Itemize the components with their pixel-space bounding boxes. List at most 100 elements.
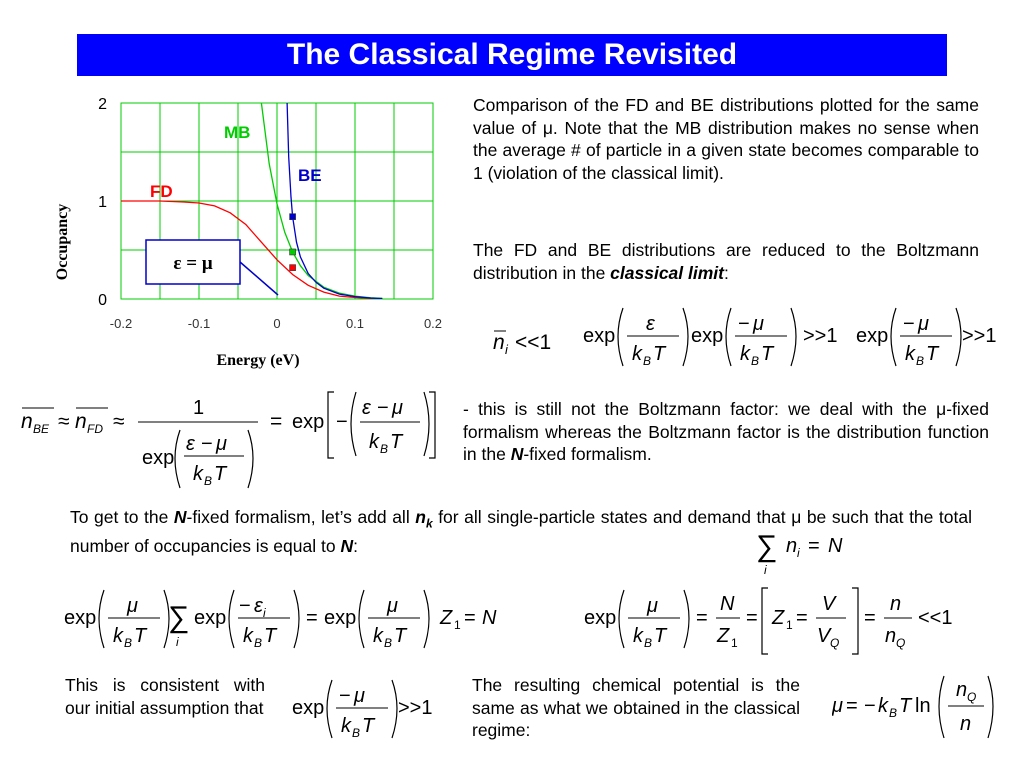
- svg-text:T: T: [653, 343, 667, 365]
- svg-text:Z: Z: [771, 607, 785, 629]
- svg-text:μ: μ: [917, 313, 929, 335]
- equation-sum-ni: ∑ i n i = N: [756, 530, 843, 577]
- equation-chemical-potential: μ = − k B T ln n Q n: [832, 675, 994, 739]
- svg-text:=: =: [808, 535, 820, 557]
- svg-text:BE: BE: [33, 422, 50, 436]
- y-tick-label: 2: [98, 96, 107, 113]
- equation-exp-n-over-z: exp μ k B T = N Z 1 = Z 1 = V V Q = n n …: [584, 587, 952, 655]
- svg-text:B: B: [380, 442, 388, 456]
- x-tick-label: -0.1: [188, 316, 210, 331]
- chart-markers: [289, 213, 296, 271]
- annotation-arrow: [239, 261, 279, 296]
- svg-text:T: T: [390, 431, 404, 453]
- classical-limit-colon: :: [724, 262, 729, 283]
- svg-text:μ: μ: [353, 685, 365, 707]
- svg-text:Z: Z: [716, 625, 730, 647]
- consistent-paragraph: This is consistent with our initial assu…: [65, 675, 265, 718]
- svg-text:Q: Q: [896, 636, 905, 650]
- n-fixed-N2: N: [340, 536, 354, 556]
- svg-text:i: i: [764, 563, 767, 577]
- chart-ylabel: Occupancy: [54, 204, 71, 280]
- equation-partition-sum: exp μ k B T ∑ i exp − ε i k B T = exp μ …: [64, 589, 497, 650]
- svg-text:exp: exp: [292, 697, 324, 719]
- svg-text:n: n: [493, 331, 505, 354]
- svg-text:≈: ≈: [113, 410, 125, 433]
- svg-text:Q: Q: [967, 690, 976, 704]
- n-fixed-text-4: :: [353, 536, 358, 556]
- svg-text:>>1: >>1: [803, 325, 837, 347]
- svg-text:V: V: [822, 593, 837, 615]
- series-line-be: [286, 103, 383, 299]
- svg-text:exp: exp: [64, 607, 96, 629]
- svg-text:k: k: [243, 625, 254, 647]
- svg-text:Z: Z: [439, 607, 453, 629]
- svg-text:k: k: [373, 625, 384, 647]
- svg-text:N: N: [828, 535, 843, 557]
- classical-limit-text: The FD and BE distributions are reduced …: [473, 240, 979, 283]
- svg-text:B: B: [916, 354, 924, 368]
- y-tick-label: 1: [98, 194, 107, 211]
- svg-text:μ: μ: [391, 397, 403, 419]
- boltzmann-note-text: - this is still not the Boltzmann factor…: [463, 399, 989, 464]
- y-tick-label: 0: [98, 292, 107, 309]
- svg-text:T: T: [899, 695, 913, 717]
- slide-title: The Classical Regime Revisited: [77, 34, 947, 76]
- x-tick-label: 0.2: [424, 316, 442, 331]
- svg-text:B: B: [124, 636, 132, 650]
- x-tick-label: 0: [273, 316, 280, 331]
- svg-text:=: =: [464, 607, 476, 629]
- chart-xlabel: Energy (eV): [216, 352, 299, 369]
- svg-text:k: k: [878, 695, 889, 717]
- svg-text:Q: Q: [830, 636, 839, 650]
- svg-text:N: N: [482, 607, 497, 629]
- chart-series: [121, 103, 383, 299]
- svg-text:T: T: [761, 343, 775, 365]
- svg-text:1: 1: [786, 618, 793, 632]
- svg-text:=: =: [864, 607, 876, 629]
- svg-text:=: =: [696, 607, 708, 629]
- svg-text:μ: μ: [215, 433, 227, 455]
- svg-text:=: =: [746, 607, 758, 629]
- n-fixed-n: n: [415, 507, 426, 527]
- svg-text:T: T: [926, 343, 940, 365]
- svg-text:B: B: [352, 726, 360, 740]
- boltzmann-note-tail: -fixed formalism.: [523, 444, 652, 464]
- equation-ni-small: n i <<1: [493, 330, 551, 357]
- svg-text:T: T: [654, 625, 668, 647]
- marker-fd: [289, 264, 296, 271]
- svg-text:>>1: >>1: [398, 697, 432, 719]
- series-label-be: BE: [298, 166, 322, 185]
- svg-text:ε: ε: [254, 595, 264, 617]
- svg-text:exp: exp: [324, 607, 356, 629]
- svg-text:exp: exp: [856, 325, 888, 347]
- svg-text:ε: ε: [362, 397, 372, 419]
- boltzmann-note: - this is still not the Boltzmann factor…: [463, 398, 989, 466]
- n-fixed-k: k: [425, 516, 433, 531]
- svg-text:k: k: [193, 463, 204, 485]
- svg-text:exp: exp: [584, 607, 616, 629]
- svg-text:1: 1: [731, 636, 738, 650]
- svg-text:1: 1: [454, 618, 461, 632]
- svg-text:exp: exp: [142, 447, 174, 469]
- svg-text:>>1: >>1: [962, 325, 996, 347]
- svg-text:i: i: [176, 635, 179, 649]
- svg-text:i: i: [263, 606, 266, 620]
- annotation-label: ε = μ: [173, 253, 212, 274]
- equation-nbe-nfd: n BE ≈ n FD ≈ 1 exp ε − μ k B T = exp − …: [21, 391, 436, 489]
- classical-limit-paragraph: The FD and BE distributions are reduced …: [473, 239, 979, 284]
- svg-text:k: k: [905, 343, 916, 365]
- n-fixed-paragraph: To get to the N-fixed formalism, let’s a…: [70, 506, 972, 558]
- svg-text:B: B: [643, 354, 651, 368]
- svg-text:n: n: [960, 713, 971, 735]
- svg-text:n: n: [21, 410, 33, 433]
- svg-text:exp: exp: [194, 607, 226, 629]
- svg-text:V: V: [817, 625, 832, 647]
- svg-text:k: k: [113, 625, 124, 647]
- svg-text:i: i: [797, 546, 800, 560]
- svg-text:μ: μ: [646, 595, 658, 617]
- svg-text:−: −: [201, 433, 213, 455]
- svg-text:n: n: [885, 625, 896, 647]
